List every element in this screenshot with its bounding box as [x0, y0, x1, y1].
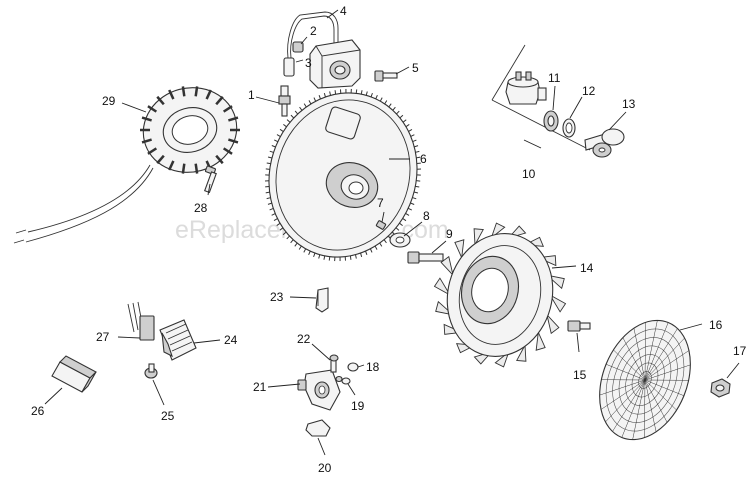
- callout-6: 6: [420, 152, 427, 166]
- callout-4: 4: [340, 4, 347, 18]
- callout-14: 14: [580, 261, 594, 275]
- washer-19-part: [335, 375, 351, 385]
- callout-26: 26: [31, 404, 45, 418]
- terminal-27-part: [127, 301, 155, 341]
- governor-bracket-part: [297, 369, 341, 411]
- callout-19: 19: [351, 399, 365, 413]
- clip-20-part: [305, 419, 331, 437]
- flywheel-washer-part: [389, 232, 411, 248]
- callout-17: 17: [733, 344, 747, 358]
- screw-15-part: [567, 320, 591, 332]
- callout-13: 13: [622, 97, 636, 111]
- callout-5: 5: [412, 61, 419, 75]
- callout-11: 11: [548, 71, 561, 85]
- flywheel-part: [264, 88, 422, 262]
- callout-24: 24: [224, 333, 238, 347]
- callout-2: 2: [310, 24, 317, 38]
- callout-12: 12: [582, 84, 596, 98]
- callout-22: 22: [297, 332, 311, 346]
- callout-15: 15: [573, 368, 587, 382]
- callout-23: 23: [270, 290, 284, 304]
- callout-27: 27: [96, 330, 110, 344]
- washer-18-part: [347, 362, 359, 372]
- callout-8: 8: [423, 209, 430, 223]
- callout-3: 3: [305, 56, 312, 70]
- callout-28: 28: [194, 201, 208, 215]
- rectifier-regulator-part: [159, 319, 197, 361]
- fan-part: [433, 222, 567, 368]
- key-switch-assembly: [491, 44, 625, 158]
- callout-1: 1: [248, 88, 255, 102]
- callout-20: 20: [318, 461, 332, 475]
- callout-21: 21: [253, 380, 267, 394]
- callout-7: 7: [377, 196, 384, 210]
- ignition-module-part: [283, 11, 361, 89]
- nut-17-part: [710, 378, 731, 398]
- callout-29: 29: [102, 94, 116, 108]
- screw-25-part: [144, 363, 158, 379]
- leader-lines: [44, 9, 740, 456]
- callout-18: 18: [366, 360, 380, 374]
- flywheel-bolt-part: [407, 251, 444, 264]
- spark-plug-part: [278, 85, 291, 117]
- callout-10: 10: [522, 167, 536, 181]
- grass-screen-part: [599, 319, 691, 441]
- screw-5-part: [374, 70, 398, 82]
- callout-9: 9: [446, 227, 453, 241]
- bracket-23-part: [315, 287, 329, 313]
- callout-16: 16: [709, 318, 723, 332]
- bolt-28-part: [203, 165, 217, 194]
- callout-labels: 1 2 3 4 5 6 7 8 9 10 11 12 13 14 15 16 1…: [31, 4, 747, 475]
- connector-26-part: [51, 355, 97, 393]
- stator-part: [13, 86, 240, 244]
- screw-22-part: [329, 354, 339, 373]
- callout-25: 25: [161, 409, 175, 423]
- flywheel-key-part: [375, 220, 387, 230]
